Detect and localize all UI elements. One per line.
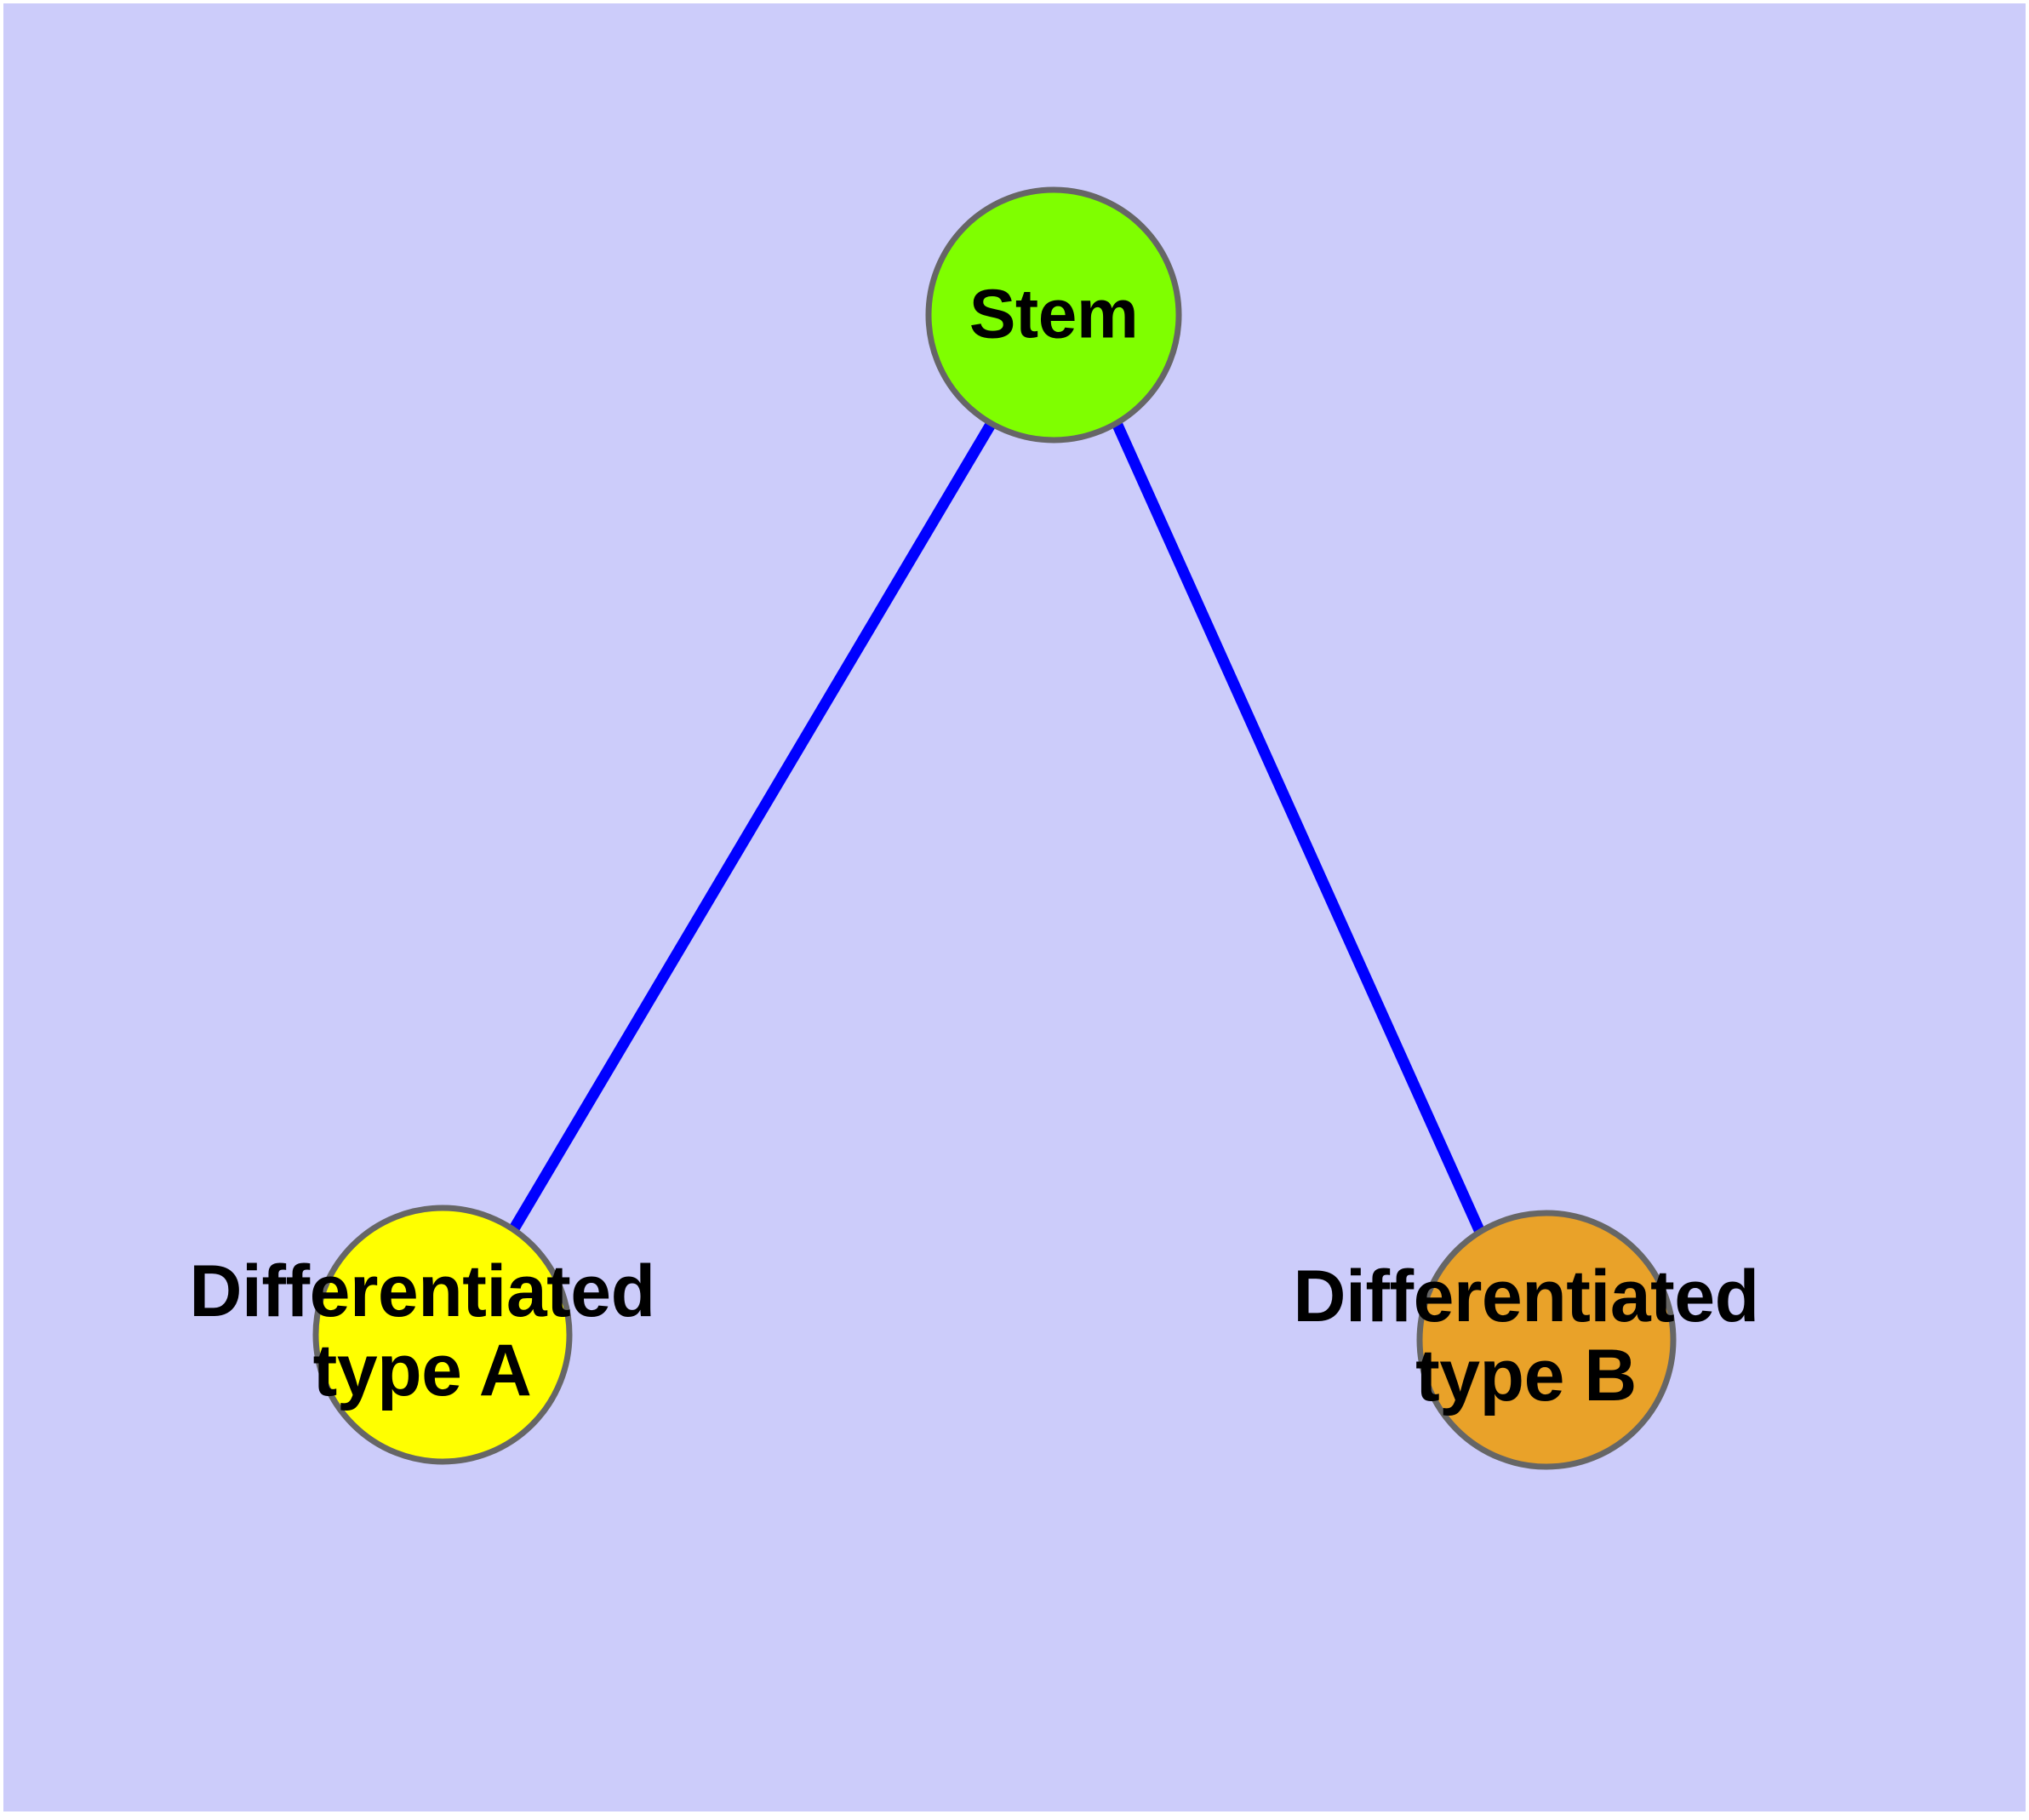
node-diff-b-circle[interactable] [1416, 1210, 1677, 1470]
node-stem-circle[interactable] [925, 186, 1182, 444]
edge-layer [508, 420, 1484, 1233]
node-diff-a-circle[interactable] [312, 1205, 573, 1465]
node-layer [312, 186, 1677, 1470]
edge-stem-to-diff-a [508, 420, 997, 1233]
edge-stem-to-diff-b [1112, 421, 1484, 1233]
